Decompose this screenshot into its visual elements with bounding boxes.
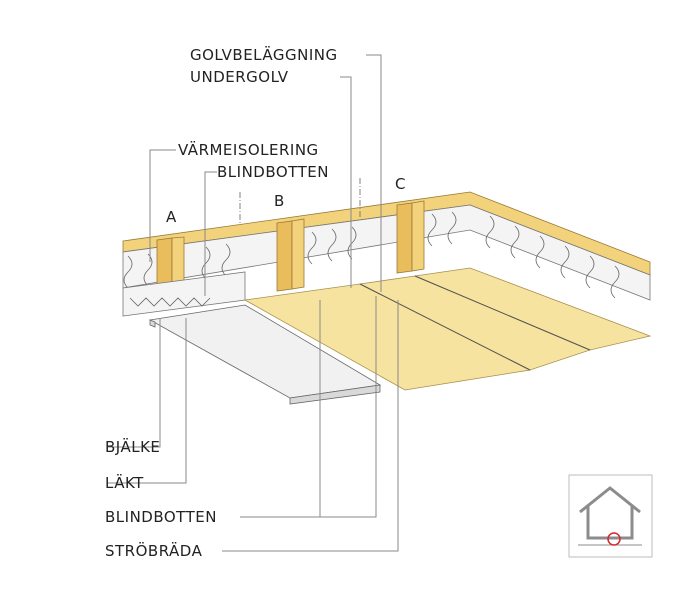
label-bjalke: BJÄLKE	[105, 437, 160, 456]
label-undergolv: UNDERGOLV	[190, 68, 289, 86]
label-section-b: B	[274, 192, 285, 210]
label-section-c: C	[395, 175, 406, 193]
house-locator-inset	[568, 474, 653, 558]
label-lakt: LÄKT	[105, 473, 144, 492]
label-golvbelaggning: GOLVBELÄGGNING	[190, 45, 338, 64]
circle-marker-icon	[607, 532, 621, 546]
label-section-a: A	[166, 208, 177, 226]
label-varmeisolering: VÄRMEISOLERING	[178, 140, 319, 159]
floor-structure	[122, 178, 652, 405]
label-blindbotten-top: BLINDBOTTEN	[217, 163, 329, 181]
label-blindbotten-bottom: BLINDBOTTEN	[105, 508, 217, 526]
label-strobrada: STRÖBRÄDA	[105, 541, 203, 560]
house-icon	[578, 486, 642, 546]
leader-lines	[108, 54, 399, 552]
labels: GOLVBELÄGGNING UNDERGOLV VÄRMEISOLERING …	[105, 45, 406, 560]
